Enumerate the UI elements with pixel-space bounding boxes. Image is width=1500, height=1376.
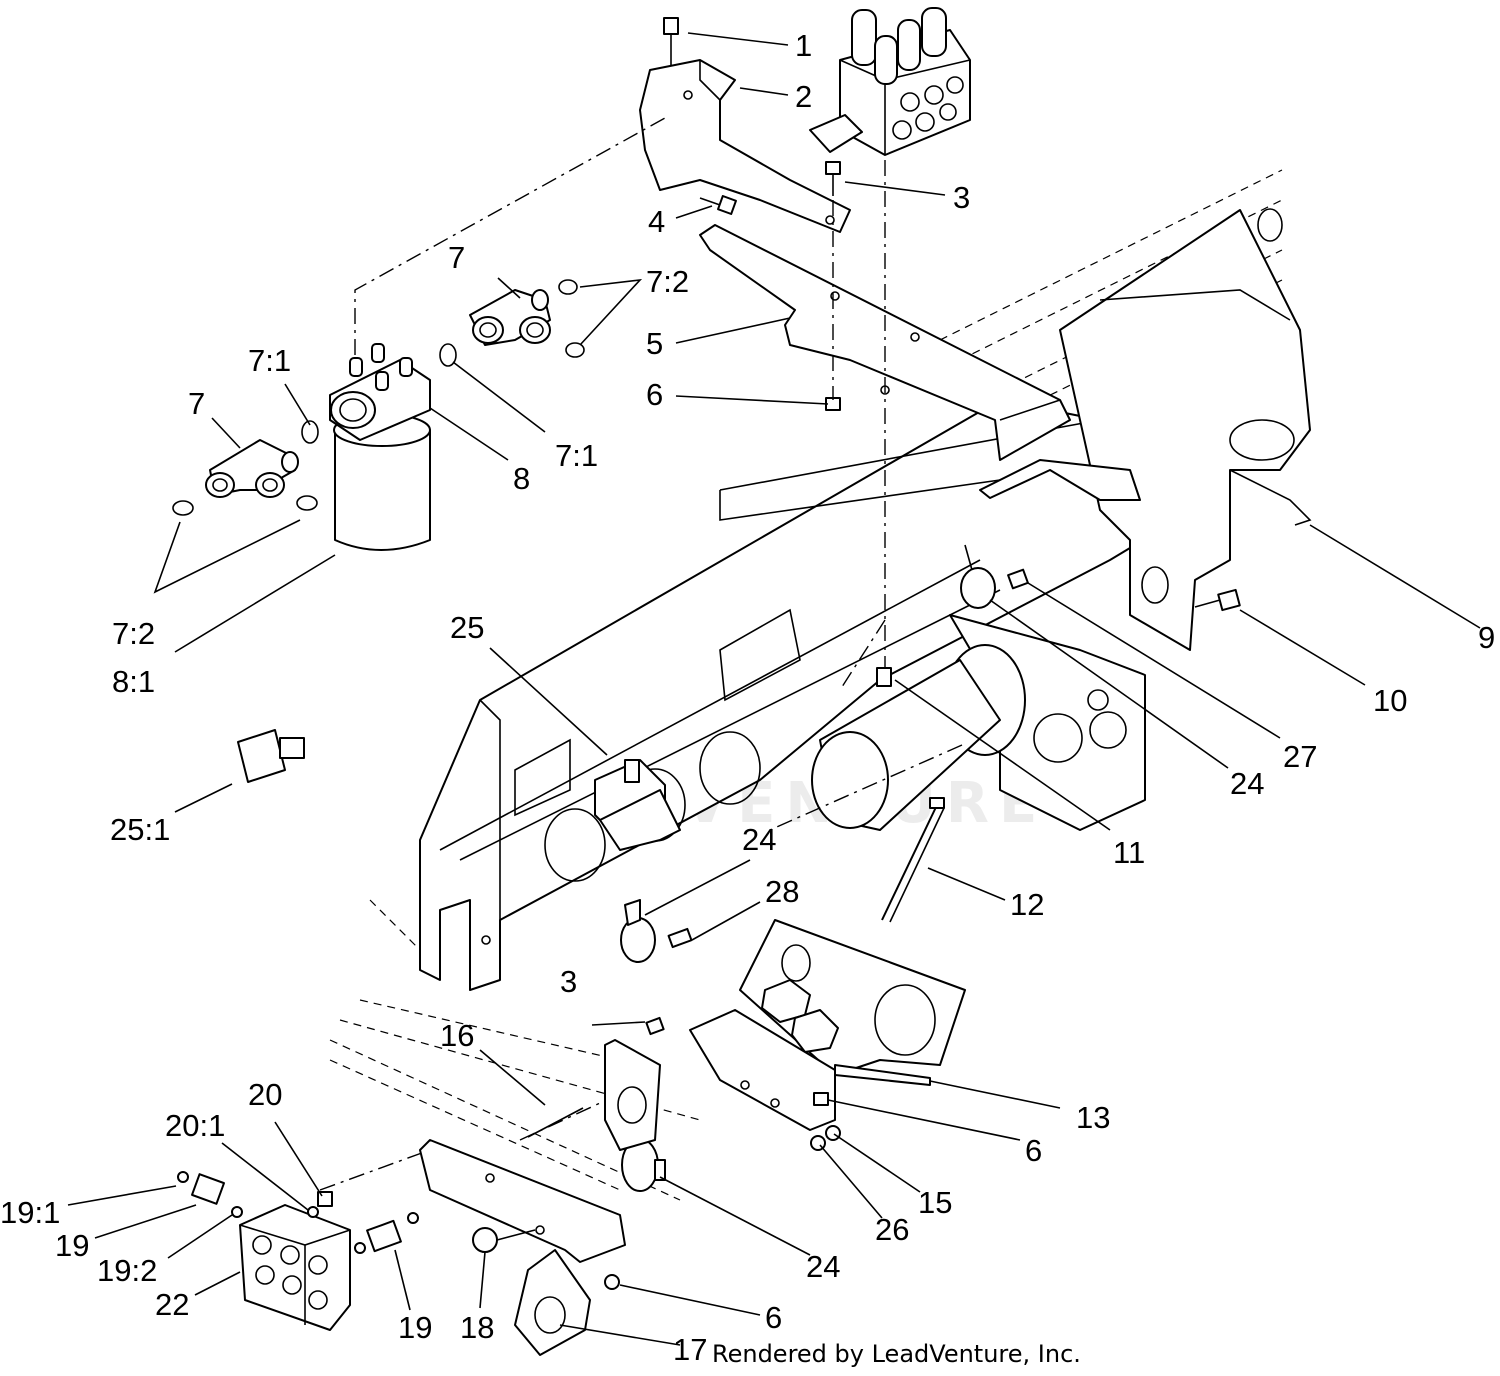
lower-bracket — [527, 1016, 665, 1151]
manifold-block — [239, 1204, 351, 1331]
callout-2: 2 — [795, 79, 812, 114]
lower-mount-rail — [419, 1139, 626, 1263]
hose-clamp-lower — [621, 1138, 666, 1192]
render-credit: Rendered by LeadVenture, Inc. — [712, 1340, 1081, 1368]
callout-11: 11 — [1113, 835, 1145, 870]
callout-25-1: 25:1 — [110, 812, 170, 847]
callouts: 1 2 3 4 7 7:2 5 7:1 6 7 7:1 8 7:2 25 9 8… — [0, 28, 1495, 1367]
tee-fitting-right — [439, 279, 585, 367]
bolt-10 — [1194, 588, 1241, 612]
mount-plate-17 — [514, 1249, 620, 1356]
callout-3-lower: 3 — [560, 964, 577, 999]
callout-15: 15 — [918, 1185, 952, 1220]
callout-24-lower: 24 — [806, 1249, 840, 1284]
callout-20-1: 20:1 — [165, 1108, 225, 1143]
callout-6-lower: 6 — [765, 1300, 782, 1335]
callout-20: 20 — [248, 1077, 282, 1112]
callout-19-right: 19 — [398, 1310, 432, 1345]
bolt-top — [825, 161, 841, 196]
callout-22: 22 — [155, 1287, 189, 1322]
callout-12: 12 — [1010, 887, 1044, 922]
leader-lines — [67, 32, 1481, 1346]
connector — [237, 729, 305, 783]
callout-13: 13 — [1076, 1100, 1110, 1135]
callout-7-1-left: 7:1 — [248, 343, 291, 378]
callout-10: 10 — [1373, 683, 1407, 718]
fittings-lower — [177, 1171, 419, 1254]
callout-1: 1 — [795, 28, 812, 63]
tee-fitting-left — [172, 420, 319, 516]
callout-18: 18 — [460, 1310, 494, 1345]
callout-19-left: 19 — [55, 1228, 89, 1263]
callout-17: 17 — [673, 1332, 707, 1367]
callout-24-middle: 24 — [742, 822, 776, 857]
switch — [594, 759, 681, 851]
control-valve — [809, 7, 971, 156]
callout-8: 8 — [513, 461, 530, 496]
callout-6-upper: 6 — [646, 377, 663, 412]
callout-25: 25 — [450, 610, 484, 645]
callout-9: 9 — [1478, 620, 1495, 655]
hose-clamp-upper — [960, 544, 1029, 609]
mounting-bracket — [639, 17, 851, 233]
bolt-11 — [876, 667, 892, 687]
callout-28: 28 — [765, 874, 799, 909]
callout-5: 5 — [646, 326, 663, 361]
callout-16: 16 — [440, 1018, 474, 1053]
callout-19-2: 19:2 — [97, 1253, 157, 1288]
callout-7-right: 7 — [448, 240, 465, 275]
callout-7-left: 7 — [188, 386, 205, 421]
callout-4: 4 — [648, 204, 665, 239]
callout-7-1-right: 7:1 — [555, 438, 598, 473]
callout-7-2-upper: 7:2 — [646, 264, 689, 299]
washers-lower — [810, 1092, 841, 1151]
callout-8-1: 8:1 — [112, 664, 155, 699]
oil-filter — [329, 343, 431, 551]
callout-7-2-lower: 7:2 — [112, 616, 155, 651]
frame-end-bracket — [1059, 208, 1312, 651]
callout-26: 26 — [875, 1212, 909, 1247]
bolt-4 — [699, 195, 737, 215]
callout-24-upper: 24 — [1230, 766, 1264, 801]
valve-block-lower — [689, 919, 966, 1131]
mounting-plate — [699, 224, 1141, 501]
callout-19-1: 19:1 — [0, 1195, 60, 1230]
rod — [881, 797, 945, 923]
hose-clamp-middle — [620, 899, 693, 963]
callout-6-middle: 6 — [1025, 1133, 1042, 1168]
callout-27: 27 — [1283, 739, 1317, 774]
callout-3-upper: 3 — [953, 180, 970, 215]
